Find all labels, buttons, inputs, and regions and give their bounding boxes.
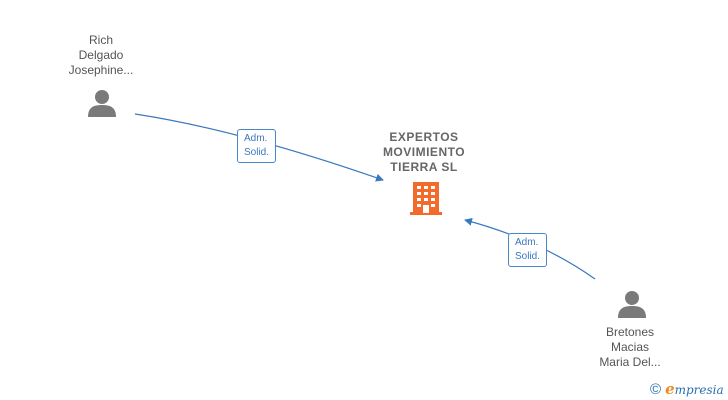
company-name-line: EXPERTOS — [389, 130, 459, 144]
company-name[interactable]: EXPERTOS MOVIMIENTO TIERRA SL — [364, 130, 484, 175]
person-name-bretones[interactable]: Bretones Macias Maria Del... — [575, 325, 685, 370]
person-name-line: Maria Del... — [599, 355, 661, 369]
company-name-line: TIERRA SL — [390, 160, 458, 174]
person-name-line: Rich — [88, 33, 113, 47]
relation-label-line: Solid. — [515, 251, 541, 262]
relation-label-line: Solid. — [244, 147, 270, 158]
person-icon[interactable] — [617, 289, 647, 319]
person-icon[interactable] — [87, 88, 117, 118]
person-name-line: Bretones — [605, 325, 655, 339]
person-name-line: Macias — [610, 340, 649, 354]
building-icon[interactable] — [409, 180, 443, 216]
relation-label-rich[interactable]: Adm. Solid. — [237, 129, 277, 163]
brand-logo: empresia — [665, 380, 724, 398]
relation-label-bretones[interactable]: Adm. Solid. — [508, 233, 548, 267]
relation-label-line: Adm. — [515, 237, 539, 248]
copyright-icon: © — [650, 380, 662, 398]
person-name-line: Josephine... — [68, 63, 134, 77]
person-name-line: Delgado — [78, 48, 124, 62]
person-name-rich[interactable]: Rich Delgado Josephine... — [46, 33, 156, 78]
relation-label-line: Adm. — [244, 133, 268, 144]
company-name-line: MOVIMIENTO — [382, 145, 466, 159]
brand-watermark: © empresia — [650, 380, 724, 398]
